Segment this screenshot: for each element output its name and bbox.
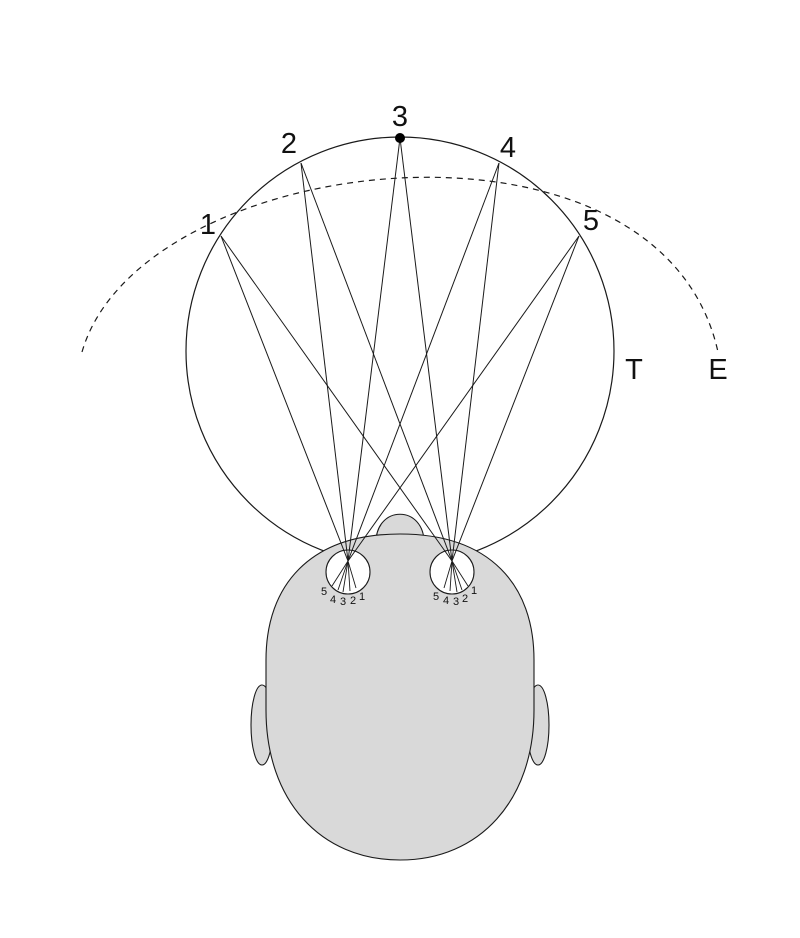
left-retina-label-3: 3 [340,596,346,608]
sight-line-right-5 [451,235,580,562]
retina-line-left-5 [331,560,349,587]
point-label-2: 2 [281,128,297,160]
sight-line-right-1 [220,235,453,562]
right-retina-label-2: 2 [462,593,468,605]
left-retina-label-2: 2 [350,595,356,607]
right-retina-label-3: 3 [453,596,459,608]
retina-line-right-4 [449,560,453,592]
sight-line-left-3 [347,137,401,562]
retina-line-left-3 [342,560,349,593]
retina-lines [331,560,469,593]
fixation-point [395,133,405,143]
retina-line-right-2 [451,560,463,591]
left-retina-label-5: 5 [321,586,327,598]
retina-line-right-5 [443,560,453,589]
right-eye [429,549,475,595]
outer-dashed-arc [81,176,719,353]
sight-lines [220,137,580,562]
inner-circle [185,136,615,566]
sight-line-left-5 [347,235,580,562]
left-retina-label-4: 4 [330,594,336,606]
left-eye [325,549,371,595]
head-outline [265,533,535,861]
point-label-1: 1 [200,209,216,241]
sight-line-right-4 [451,162,500,562]
right-retina-label-5: 5 [433,591,439,603]
point-label-3: 3 [392,101,408,133]
retina-line-right-1 [451,560,469,587]
point-label-4: 4 [500,132,516,164]
retina-line-right-3 [451,560,458,593]
sight-line-left-4 [347,162,500,562]
point-label-5: 5 [583,205,599,237]
circle-label-t: T [625,354,643,386]
head [250,513,550,861]
retina-line-left-1 [347,560,357,589]
right-retina-label-1: 1 [471,585,477,597]
sight-line-left-1 [220,235,349,562]
arc-label-e: E [708,354,727,386]
left-retina-label-1: 1 [359,591,365,603]
retina-line-left-2 [347,560,351,592]
sight-line-left-2 [300,162,349,562]
sight-line-right-2 [300,162,453,562]
sight-line-right-3 [399,137,453,562]
retina-line-left-4 [337,560,349,591]
right-retina-label-4: 4 [443,595,449,607]
